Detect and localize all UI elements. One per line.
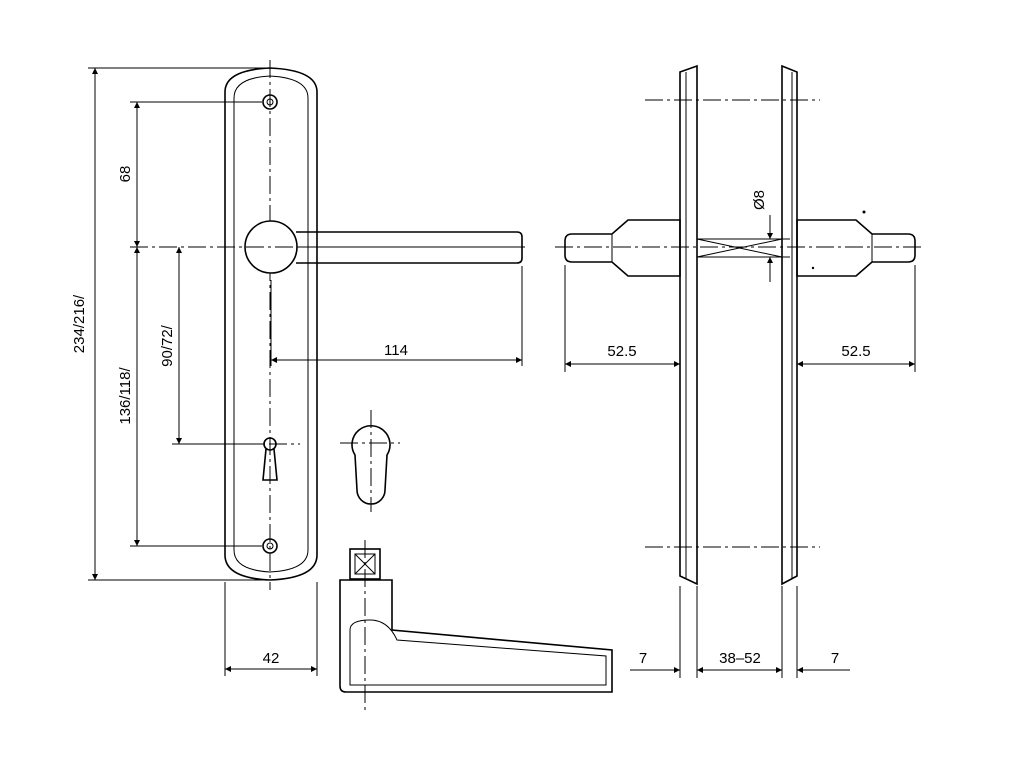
square-spindle-side [696,238,783,258]
cylinder-cutout-detail [340,410,400,512]
left-plate-side [679,64,698,586]
front-view [130,60,525,590]
dimension-lines [88,67,916,678]
dim-plate-thickness-right: 7 [831,650,839,667]
side-view [555,64,925,586]
dim-spindle-right: 52.5 [841,343,870,360]
dim-plate-thickness-left: 7 [639,650,647,667]
dim-spindle-left: 52.5 [607,343,636,360]
lever-profile-view [339,540,613,710]
dim-screw-to-lever: 68 [117,166,134,183]
backplate-outer [224,67,318,581]
dim-lever-to-key: 90/72/ [159,324,176,367]
dim-lever-length: 114 [384,342,408,359]
top-screw [262,94,278,110]
lever-profile-outline [339,579,613,693]
dim-door-thickness: 38–52 [719,650,761,667]
dim-screw-spacing: 136/118/ [117,367,134,425]
right-plate-side [781,64,798,586]
bottom-screw [262,538,278,554]
dim-plate-width: 42 [263,650,280,667]
backplate-inner [233,75,309,573]
dim-spindle-diameter: Ø8 [751,190,768,210]
dim-overall-height: 234/216/ [71,294,88,353]
left-handle-stub [564,219,681,277]
right-handle-stub [796,210,916,277]
